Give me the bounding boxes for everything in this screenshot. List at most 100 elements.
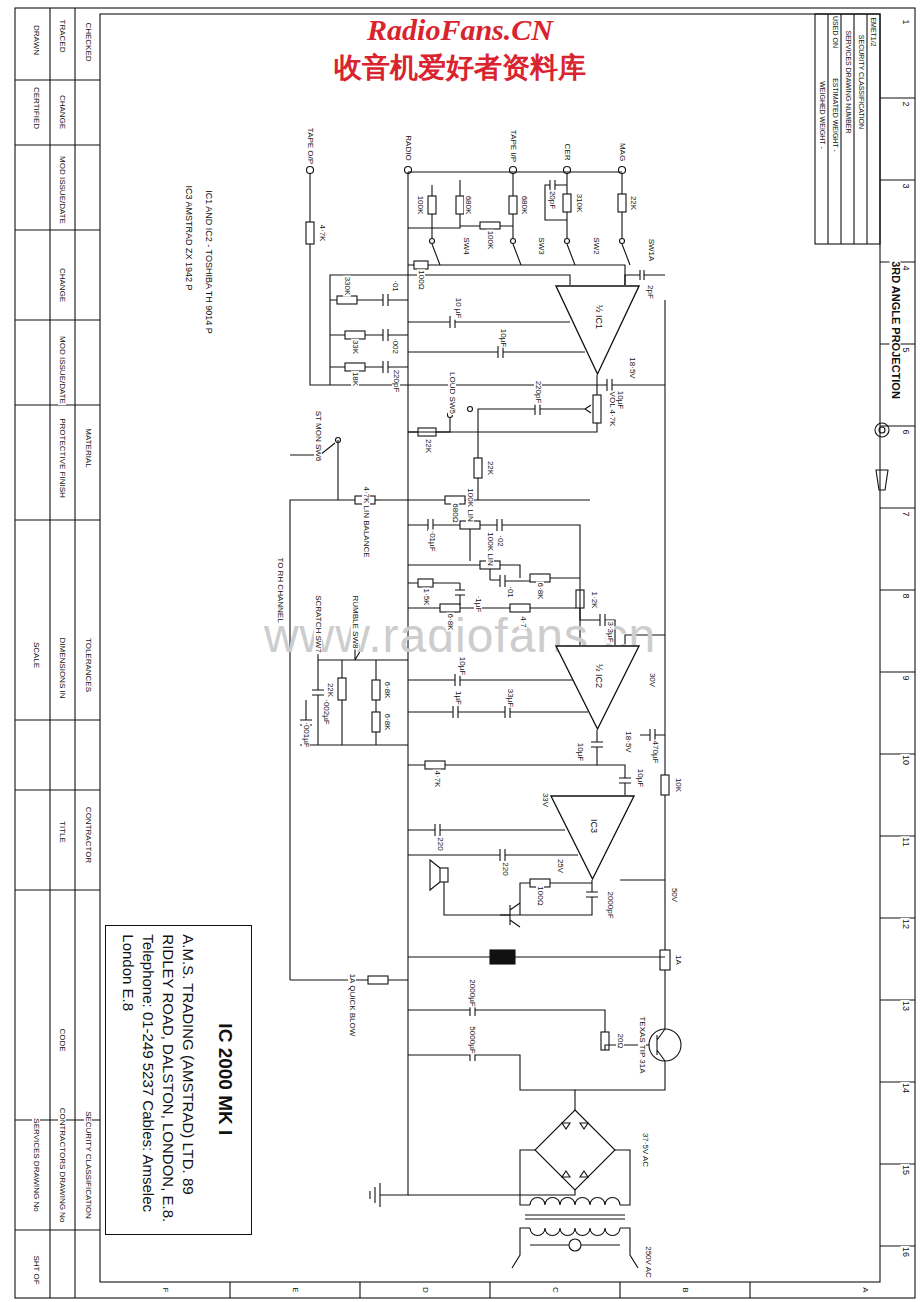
wire — [49, 8, 50, 1298]
text-group: ½ IC1 — [593, 305, 603, 329]
watermark: RadioFans.CN — [366, 15, 554, 45]
component-label: ·001µF — [302, 721, 310, 749]
component-label: SW4 — [462, 236, 470, 255]
wire — [408, 583, 465, 605]
wire — [336, 438, 341, 443]
wire — [880, 98, 915, 1246]
wire — [563, 194, 571, 212]
model-title: IC 2000 MK I — [213, 934, 239, 1224]
grid-reference: 14 — [901, 1082, 910, 1094]
sheet-frame — [15, 8, 915, 1298]
title-block-field: PROTECTIVE FINISH — [58, 417, 66, 499]
title-block-field: SECURITY CLASSIFICATION — [84, 1110, 92, 1220]
op-amp-triangle: ½ IC2 — [555, 645, 640, 730]
title-block-field: USED ON — [832, 15, 839, 49]
component-label: 6·8K — [446, 613, 454, 632]
title-block-field: SERVICES DRAWING No — [32, 1117, 40, 1212]
grid-reference: 5 — [901, 346, 910, 353]
wire — [290, 440, 590, 980]
wire — [456, 196, 464, 214]
wire — [597, 765, 631, 795]
wire — [660, 950, 670, 970]
component-label: 18·5V — [628, 356, 636, 379]
wire — [337, 296, 357, 304]
component-label: 22K — [424, 438, 432, 454]
wire — [620, 879, 665, 880]
wire — [593, 395, 601, 423]
ic-name: ½ IC1 — [593, 305, 603, 329]
wire — [620, 239, 625, 244]
wire — [444, 882, 450, 915]
wire — [569, 1239, 581, 1251]
grid-reference: 3 — [901, 182, 910, 189]
component-label: 1·5K — [422, 588, 430, 607]
wire — [815, 14, 880, 244]
component-label: 250V AC — [644, 1245, 652, 1279]
component-label: 50V — [670, 887, 678, 903]
component-label: 10µF — [636, 768, 644, 788]
wire — [509, 196, 517, 214]
component-label: 25V — [556, 858, 564, 874]
component-label: VOL 4·7K — [608, 391, 616, 428]
component-label: 33K — [351, 339, 359, 355]
component-label: 100K — [416, 195, 424, 216]
grid-reference: 16 — [901, 1246, 910, 1258]
title-block-field: CONTRACTOR — [84, 806, 92, 864]
component-label: IC1 AND IC2 - TOSHIBA TH 9014 P — [204, 189, 213, 335]
grid-reference: C — [551, 1286, 559, 1294]
wire — [408, 565, 520, 580]
wire — [338, 678, 346, 700]
component-label: 100Ω — [536, 885, 544, 906]
component-label: ·002µF — [322, 698, 330, 726]
grid-reference: 9 — [901, 674, 910, 681]
title-block-field: CHANGE — [58, 94, 66, 130]
component-label: 1A — [674, 954, 682, 966]
grid-reference: B — [681, 1286, 689, 1293]
title-block-field: CHECKED — [84, 21, 92, 62]
component-label: ·1µF — [474, 595, 482, 614]
component-label: 2000µF — [468, 978, 476, 1007]
grid-reference: 8 — [901, 592, 910, 599]
component-label: ·01 — [391, 279, 399, 293]
component-label: 22K — [326, 682, 334, 698]
wire — [408, 418, 450, 432]
component-label: 18K — [351, 371, 359, 387]
component-label: 330K — [343, 276, 351, 297]
component-label: 6·8K — [383, 681, 391, 700]
wire — [490, 575, 580, 587]
projection-note: 3RD ANGLE PROJECTION — [890, 260, 901, 400]
component-label: ·002 — [391, 337, 399, 355]
component-label: ·01µF — [428, 529, 436, 552]
wire — [649, 1029, 681, 1061]
component-label: SW1A — [647, 238, 655, 263]
wire — [408, 607, 576, 608]
wire — [310, 173, 597, 395]
wire — [15, 8, 915, 1298]
component-label: 33µF — [506, 688, 514, 708]
wire — [440, 604, 460, 612]
wire — [100, 14, 880, 1282]
component-label: 100Ω — [417, 269, 425, 290]
text-group: IC 2000 MK IA.M.S. TRADING (AMSTRAD) LTD… — [118, 934, 239, 1224]
wire — [408, 706, 588, 718]
wire — [408, 1049, 575, 1090]
grid-reference: 7 — [901, 510, 910, 517]
component-label: 100K LIN — [466, 487, 474, 522]
wire — [408, 674, 573, 686]
input-name: CER — [563, 143, 571, 162]
title-block-field: SCALE — [32, 641, 40, 669]
component-label: 37·5V AC — [641, 1132, 649, 1168]
grid-reference: 12 — [901, 918, 910, 930]
wire — [512, 1228, 638, 1268]
wire — [74, 8, 75, 1298]
input-name: TAPE I/P — [509, 129, 517, 163]
component-label: 1µF — [454, 690, 462, 706]
title-block-field: MOD ISSUE/DATE — [58, 155, 66, 225]
component-label: ·02 — [496, 534, 504, 548]
text-group: ½ IC2 — [593, 664, 603, 688]
grid-reference: 11 — [901, 836, 910, 847]
component-label: 22K — [629, 195, 637, 211]
component-label: 20pF — [548, 190, 556, 210]
wire — [418, 579, 433, 587]
